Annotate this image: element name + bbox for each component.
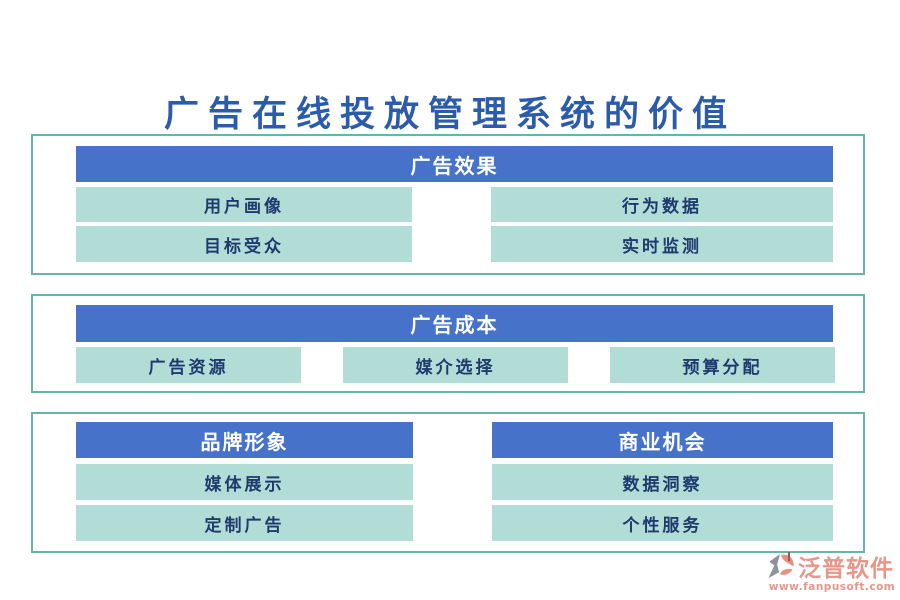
logo-website-url: www.fanpusoft.com <box>768 581 896 593</box>
item-data-insight: 数据洞察 <box>492 464 833 500</box>
item-custom-ads: 定制广告 <box>76 505 413 541</box>
item-behavior-data: 行为数据 <box>491 187 833 222</box>
item-media-display: 媒体展示 <box>76 464 413 500</box>
fanpu-logo-icon <box>766 553 796 580</box>
section-brand-and-business: 品牌形象 商业机会 媒体展示 定制广告 数据洞察 个性服务 <box>31 412 865 553</box>
item-target-audience: 目标受众 <box>76 226 412 262</box>
section-ad-cost: 广告成本 广告资源 媒介选择 预算分配 <box>31 294 865 393</box>
section-header-brand-image: 品牌形象 <box>76 422 413 458</box>
logo-edge-line <box>788 552 790 561</box>
section-header-business-opportunity: 商业机会 <box>492 422 833 458</box>
section-header-ad-cost: 广告成本 <box>76 305 833 342</box>
logo-company-name: 泛普软件 <box>798 555 894 582</box>
page-title: 广告在线投放管理系统的价值 <box>163 94 736 135</box>
item-user-profile: 用户画像 <box>76 187 412 222</box>
fanpu-logo: 泛普软件 www.fanpusoft.com <box>766 549 898 593</box>
item-budget-allocation: 预算分配 <box>610 347 835 383</box>
item-realtime-monitor: 实时监测 <box>491 226 833 262</box>
item-ad-resources: 广告资源 <box>76 347 301 383</box>
section-header-ad-effect: 广告效果 <box>76 146 833 182</box>
item-media-selection: 媒介选择 <box>343 347 568 383</box>
section-ad-effect: 广告效果 用户画像 行为数据 目标受众 实时监测 <box>31 134 865 275</box>
item-personal-service: 个性服务 <box>492 505 833 541</box>
